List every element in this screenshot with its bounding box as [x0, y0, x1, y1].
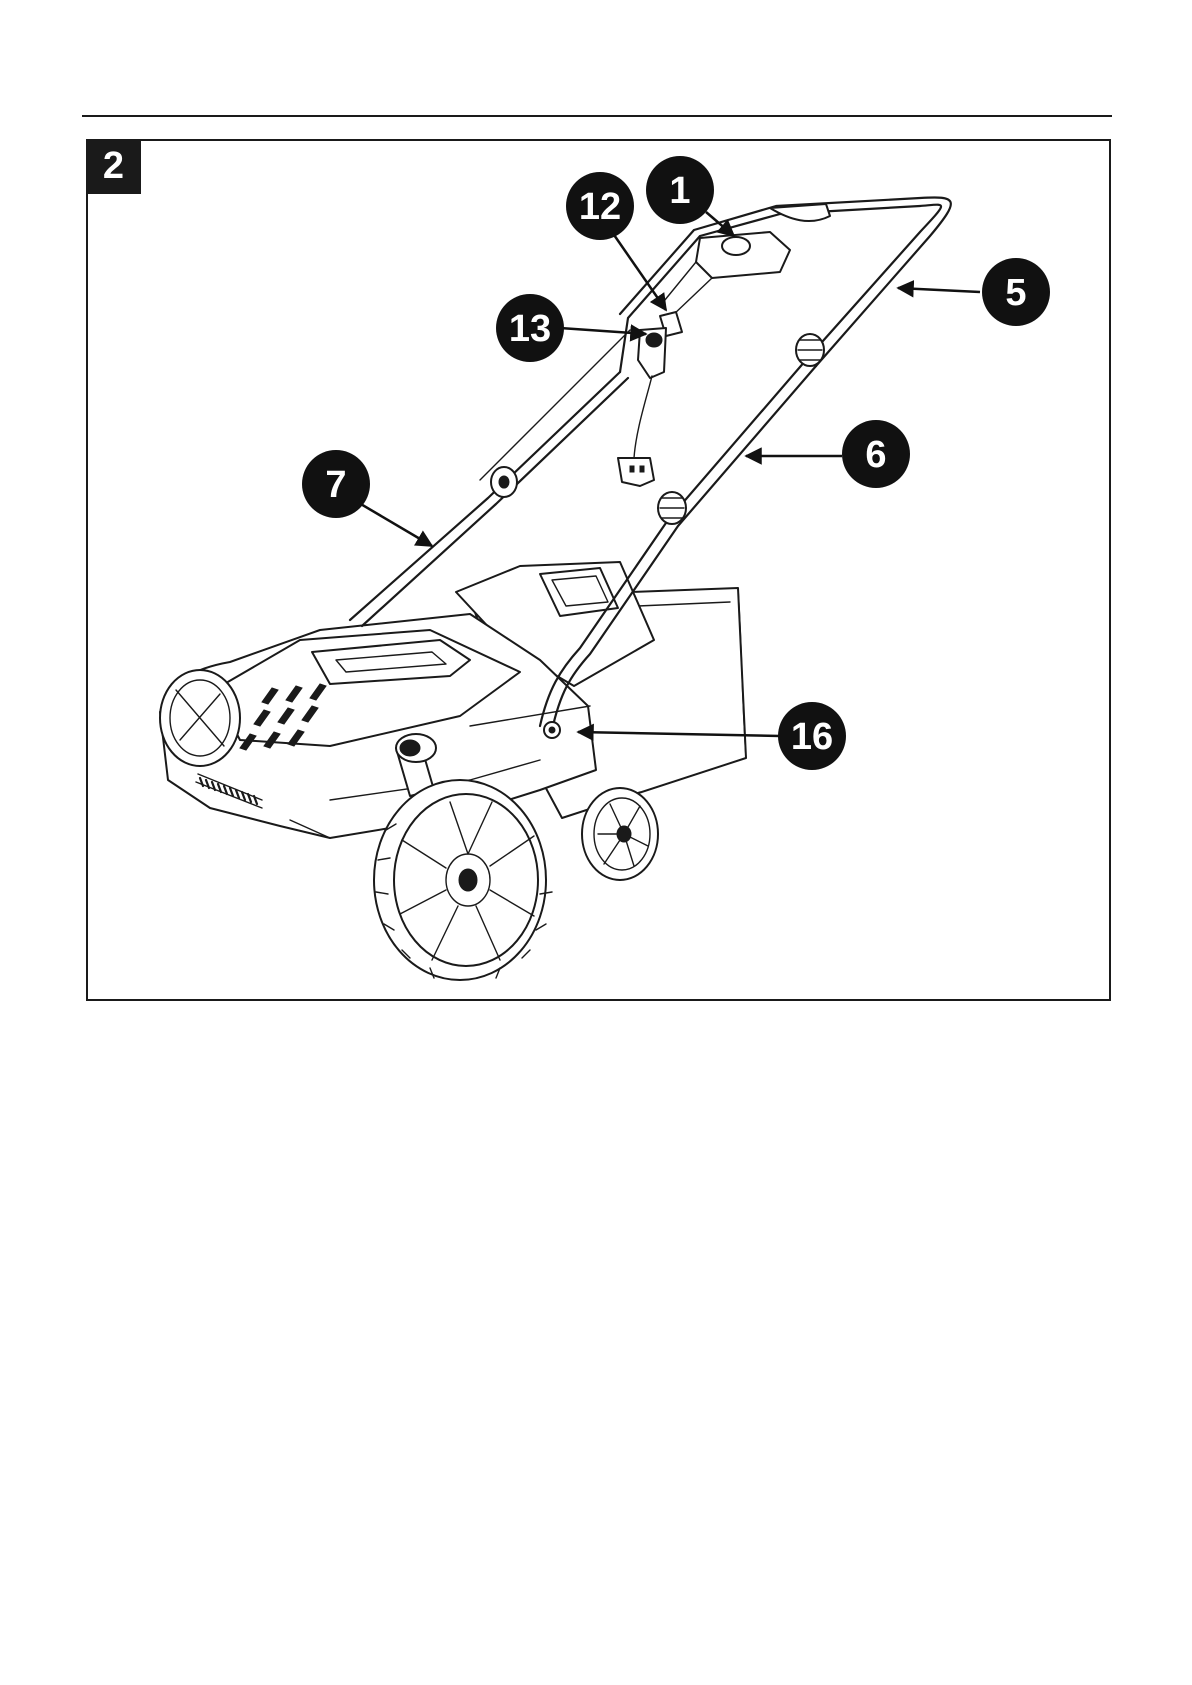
svg-text:16: 16 — [791, 716, 833, 758]
svg-text:6: 6 — [865, 434, 886, 476]
front-left-wheel — [160, 670, 240, 766]
rear-right-wheel — [374, 780, 552, 980]
svg-text:5: 5 — [1005, 272, 1026, 314]
handle-knob-middle — [658, 492, 686, 524]
handle-knob-upper — [796, 334, 824, 366]
callout-7: 7 — [302, 450, 432, 546]
callout-5: 5 — [898, 258, 1050, 326]
svg-text:12: 12 — [579, 186, 621, 228]
handle-knob-left — [491, 467, 517, 497]
small-rear-wheel — [582, 788, 658, 880]
svg-text:7: 7 — [325, 464, 346, 506]
svg-text:13: 13 — [509, 308, 551, 350]
svg-text:1: 1 — [669, 170, 690, 212]
callout-1: 1 — [646, 156, 734, 236]
callout-6: 6 — [746, 420, 910, 488]
